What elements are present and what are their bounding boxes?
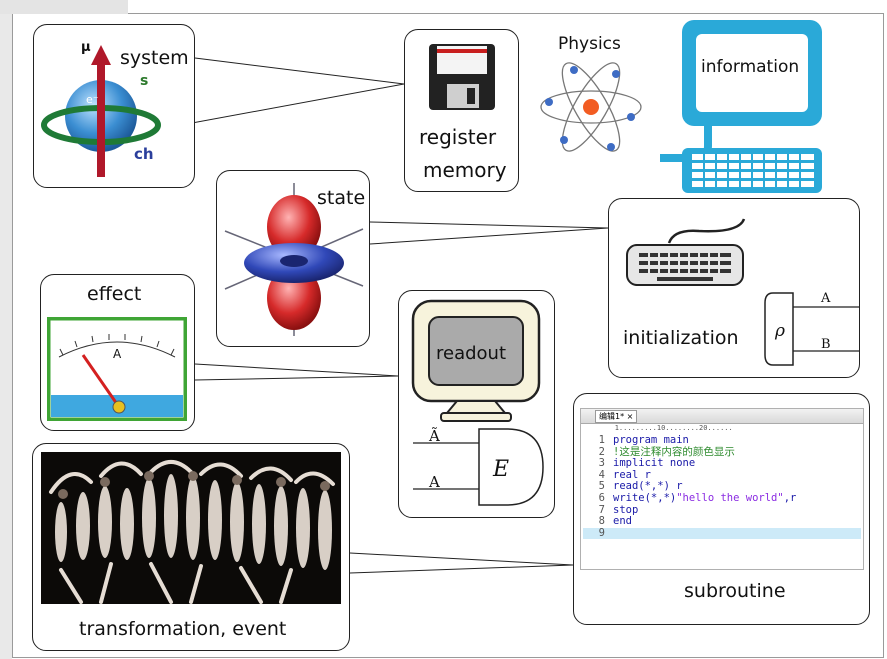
subroutine-label: subroutine <box>684 580 786 602</box>
dancer-motion-photo <box>41 452 341 604</box>
state-box: state <box>216 170 370 347</box>
code-line[interactable]: 5 read(*,*) r <box>583 481 861 493</box>
system-box: μ system s e⁻ ch <box>33 24 195 188</box>
code-text: stop <box>613 503 639 516</box>
ammeter-icon <box>47 317 187 421</box>
e-gate-input-top-label: Ã <box>429 427 440 445</box>
code-text: read(*,*) r <box>613 480 683 493</box>
line-number: 6 <box>598 491 605 504</box>
e-gate-symbol-label: E <box>493 457 510 482</box>
readout-box: readout Ã A E <box>398 290 555 518</box>
line-number: 2 <box>598 445 605 458</box>
code-line[interactable]: 1 program main <box>583 434 861 447</box>
keyboard-icon <box>626 218 746 286</box>
state-label: state <box>317 187 366 209</box>
code-text: real r <box>613 468 651 481</box>
top-left-corner-bar <box>0 0 128 14</box>
line-number: 8 <box>598 515 605 528</box>
system-s-label: s <box>140 73 149 89</box>
line-number: 7 <box>598 503 605 516</box>
atom-icon <box>540 62 642 152</box>
effect-gate-icon <box>413 428 544 506</box>
system-electron-label: e⁻ <box>86 93 99 106</box>
code-lines: 1 program main 2 !这是注释内容的颜色显示 3 implicit none… <box>583 434 861 540</box>
effect-box: effect A <box>40 274 195 431</box>
transformation-box: transformation, event <box>32 443 350 651</box>
code-line[interactable]: 6 write(*,*)"hello the world",r <box>583 491 861 505</box>
system-label: system <box>120 47 189 69</box>
electron-spin-sphere-icon <box>41 45 161 177</box>
e-gate-input-bottom-label: A <box>429 473 440 491</box>
transformation-event-label: transformation, event <box>79 618 287 640</box>
meter-unit-label: A <box>113 347 122 361</box>
code-text: implicit none <box>613 457 696 470</box>
code-text: !这是注释内容的颜色显示 <box>613 445 735 458</box>
system-ch-label: ch <box>134 145 154 163</box>
initialization-label: initialization <box>623 327 739 349</box>
code-text: write(*,*) <box>613 491 677 504</box>
code-line[interactable]: 9 <box>583 526 861 540</box>
register-memory-box: register memory <box>404 29 519 192</box>
code-line[interactable]: 2 !这是注释内容的颜色显示 <box>583 445 861 459</box>
line-number: 1 <box>598 434 605 446</box>
memory-label: memory <box>423 158 507 182</box>
computer-monitor-icon <box>660 20 822 193</box>
code-text: end <box>613 515 632 528</box>
code-line[interactable]: 8 end <box>583 515 861 528</box>
readout-monitor-icon <box>411 299 541 422</box>
code-line[interactable]: 3 implicit none <box>583 457 861 470</box>
rho-label: ρ <box>775 321 785 341</box>
register-label: register <box>419 125 497 149</box>
code-text: program main <box>613 434 689 446</box>
line-number: 3 <box>598 457 605 470</box>
editor-tab[interactable]: 编辑1* × <box>595 410 638 423</box>
gate-a-label: A <box>821 291 831 306</box>
code-text: ,r <box>783 491 797 504</box>
editor-tab-bar: 编辑1* × <box>581 409 863 424</box>
effect-label: effect <box>87 283 142 305</box>
subroutine-box: 编辑1* × 1.........10........20...... 1 pro… <box>573 393 870 625</box>
system-mu-label: μ <box>81 40 91 55</box>
initialization-box: initialization ρ A B <box>608 198 860 378</box>
orbital-icon <box>224 183 364 336</box>
code-editor: 编辑1* × 1.........10........20...... 1 pro… <box>580 408 864 570</box>
information-label: information <box>701 57 800 77</box>
line-number: 4 <box>598 468 605 481</box>
line-number: 5 <box>598 480 605 493</box>
physics-label: Physics <box>558 34 621 54</box>
floppy-disk-icon <box>429 44 495 110</box>
readout-label: readout <box>436 343 507 364</box>
preparation-gate-icon <box>764 292 859 366</box>
code-string: "hello the world" <box>676 491 784 504</box>
code-line[interactable]: 4 real r <box>583 468 861 482</box>
code-line[interactable]: 7 stop <box>583 503 861 517</box>
gate-b-label: B <box>821 337 831 352</box>
editor-ruler: 1.........10........20...... <box>581 424 733 432</box>
left-margin-strip <box>0 0 12 659</box>
line-number: 9 <box>598 526 605 539</box>
